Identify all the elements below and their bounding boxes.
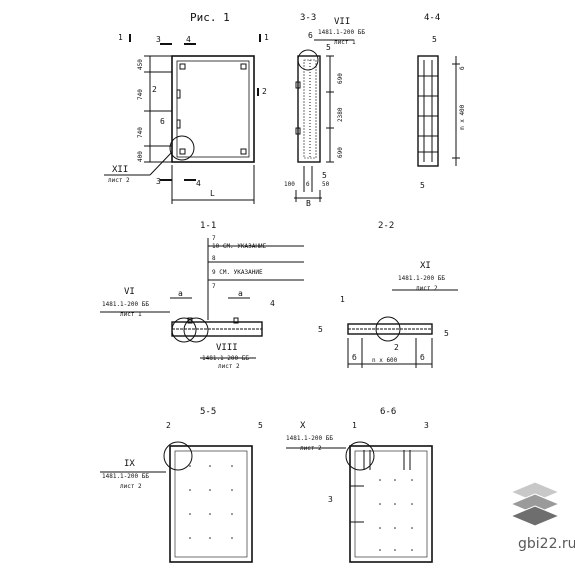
mark-3-top: 3 (156, 35, 161, 44)
dim-690-bottom: 690 (337, 147, 344, 158)
section-title-5-5: 5-5 (200, 407, 217, 417)
callout-xii-sheet: лист 2 (108, 177, 130, 184)
part-mark-2-5-5: 2 (166, 421, 171, 430)
callout-xii-number: XII (112, 165, 129, 175)
dim-n-x-600: n x 600 (372, 357, 398, 364)
mark-5-3-3-bottom: 5 (322, 171, 327, 180)
section-4-4 (417, 55, 460, 167)
section-1-1 (100, 238, 304, 359)
layer-10: 10 СМ. УКАЗАНИЕ (212, 243, 267, 250)
section-2-2 (347, 289, 458, 368)
mark-5-4-4-bottom: 5 (420, 181, 425, 190)
section-title-2-2: 2-2 (378, 221, 395, 231)
callout-vii-number: VII (334, 17, 351, 27)
part-mark-5-right: 5 (444, 329, 449, 338)
mark-4-top: 4 (186, 35, 191, 44)
dim-m-x-400: m x 400 (459, 104, 466, 130)
section-3-3 (294, 39, 354, 202)
dim-100: 100 (284, 181, 295, 188)
mark-6: 6 (160, 117, 165, 126)
dim-a-right: a (238, 289, 243, 298)
mark-2-right: 2 (262, 87, 267, 96)
dim-6-4-4: б (459, 66, 466, 70)
layer-7-bottom: 7 (212, 283, 216, 290)
section-title-6-6: 6-6 (380, 407, 397, 417)
mark-5-3-3-top: 5 (326, 43, 331, 52)
mark-2-left: 2 (152, 85, 157, 94)
callout-viii-ref: 1481.1-200 ББ (202, 355, 249, 362)
callout-vii-ref: 1481.1-200 ББ (318, 29, 365, 36)
dim-50: 50 (322, 181, 330, 188)
section-5-5 (100, 441, 253, 563)
section-6-6 (286, 441, 433, 563)
callout-vi-number: VI (124, 287, 135, 297)
part-mark-1-6-6: 1 (352, 421, 357, 430)
callout-xi-sheet: лист 2 (416, 285, 438, 292)
mark-1-top-left: 1 (118, 33, 123, 42)
callout-ix-sheet: лист 2 (120, 483, 142, 490)
part-mark-2-2-2: 2 (394, 343, 399, 352)
dim-B: B (306, 199, 311, 208)
dim-6-left-2-2: б (352, 353, 357, 362)
mark-5-4-4-top: 5 (432, 35, 437, 44)
plan-view (104, 34, 261, 204)
callout-viii-sheet: лист 2 (218, 363, 240, 370)
callout-x-sheet: лист 2 (300, 445, 322, 452)
callout-xi-number: XI (420, 261, 431, 271)
callout-vi-ref: 1481.1-200 ББ (102, 301, 149, 308)
callout-xi-ref: 1481.1-200 ББ (398, 275, 445, 282)
dim-740-a: 740 (137, 89, 144, 100)
mark-L: L (210, 189, 215, 198)
dim-400: 400 (137, 151, 144, 162)
mark-4-bottom: 4 (196, 179, 201, 188)
logo-icon (509, 481, 561, 527)
section-title-4-4: 4-4 (424, 13, 441, 23)
dim-6-right-2-2: б (420, 353, 425, 362)
section-title-3-3: 3-3 (300, 13, 317, 23)
mark-1-top-right: 1 (264, 33, 269, 42)
callout-ix-ref: 1481.1-200 ББ (102, 473, 149, 480)
part-mark-1-2-2: 1 (340, 295, 345, 304)
part-mark-4: 4 (270, 299, 275, 308)
logo-layer-bottom (509, 505, 561, 527)
dim-690-top: 690 (337, 73, 344, 84)
section-title-1-1: 1-1 (200, 221, 217, 231)
rebar-dots (189, 465, 413, 551)
callout-viii-number: VIII (216, 343, 238, 353)
dim-a-left: a (178, 289, 183, 298)
layer-8: 8 (212, 255, 216, 262)
callout-vi-sheet: лист 1 (120, 311, 142, 318)
dim-450: 450 (137, 59, 144, 70)
callout-vii-sheet: лист 1 (334, 39, 356, 46)
dim-6-3-3: б (306, 181, 310, 188)
figure-title: Рис. 1 (190, 11, 230, 24)
part-mark-3-6-6-top: 3 (424, 421, 429, 430)
callout-x-ref: 1481.1-200 ББ (286, 435, 333, 442)
layer-7-top: 7 (212, 235, 216, 242)
layer-9: 9 СМ. УКАЗАНИЕ (212, 269, 263, 276)
dim-2380: 2380 (337, 107, 344, 122)
callout-x-number: X (300, 421, 306, 431)
part-mark-5-left: 5 (318, 325, 323, 334)
mark-6-3-3: 6 (308, 31, 313, 40)
dim-740-b: 740 (137, 127, 144, 138)
watermark-site: gbi22.ru (518, 536, 575, 552)
callout-ix-number: IX (124, 459, 135, 469)
part-mark-5-5-5: 5 (258, 421, 263, 430)
mark-3-bottom: 3 (156, 177, 161, 186)
part-mark-3-6-6-left: 3 (328, 495, 333, 504)
